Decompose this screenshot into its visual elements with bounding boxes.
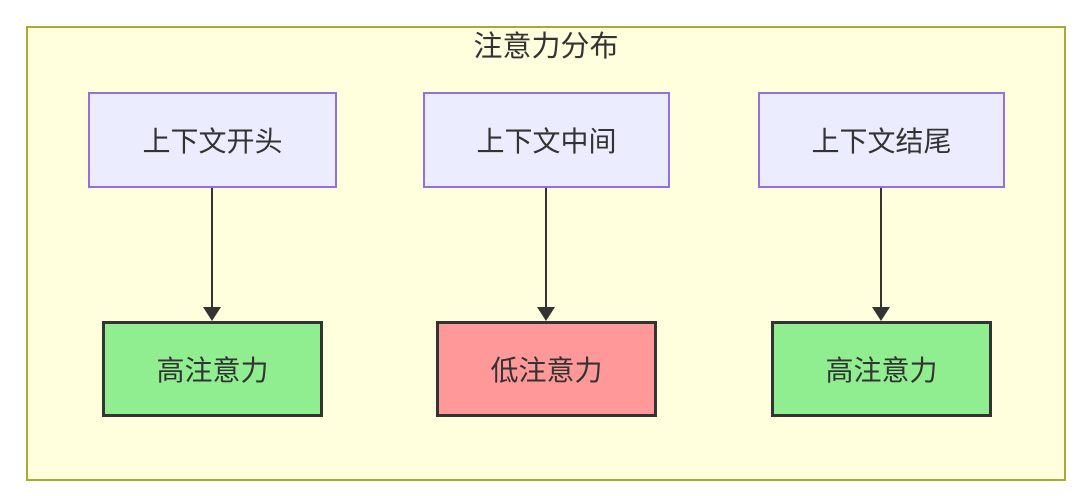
arrow-line [211, 188, 213, 308]
node-context-end: 上下文结尾 [758, 92, 1005, 188]
node-high-attention-2: 高注意力 [771, 321, 992, 417]
arrow-line [545, 188, 547, 308]
diagram-title: 注意力分布 [473, 31, 619, 63]
arrowhead-down-icon [537, 307, 555, 321]
node-context-beginning: 上下文开头 [88, 92, 337, 188]
node-low-attention: 低注意力 [436, 321, 657, 417]
arrowhead-down-icon [872, 307, 890, 321]
arrowhead-down-icon [203, 307, 221, 321]
node-context-middle: 上下文中间 [423, 92, 670, 188]
arrow-line [880, 188, 882, 308]
node-high-attention-1: 高注意力 [102, 321, 323, 417]
